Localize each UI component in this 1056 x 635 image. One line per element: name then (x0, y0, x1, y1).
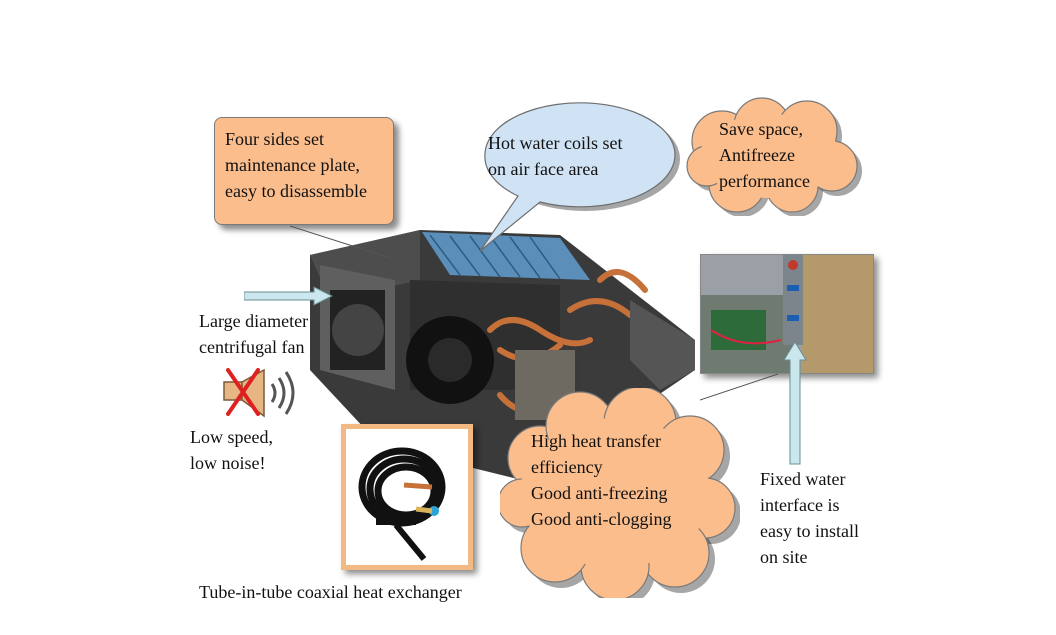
hot-water-line-2: on air face area (488, 159, 599, 179)
hot-water-callout: Hot water coils set on air face area (488, 130, 622, 182)
save-space-line-3: performance (719, 171, 810, 191)
water-interface-arrow-icon (783, 341, 807, 465)
noise-label-line-2: low noise! (190, 453, 266, 473)
save-space-cloud-shape (686, 97, 862, 216)
heat-transfer-callout: High heat transfer efficiency Good anti-… (531, 428, 671, 532)
noise-label: Low speed, low noise! (190, 424, 273, 476)
maintenance-line-3: easy to disassemble (225, 181, 367, 201)
fan-label: Large diameter centrifugal fan (199, 308, 308, 360)
unit-photo (310, 230, 695, 482)
save-space-line-1: Save space, (719, 119, 803, 139)
fan-label-line-2: centrifugal fan (199, 337, 305, 357)
save-space-callout: Save space, Antifreeze performance (719, 116, 810, 194)
hot-water-callout-shape (479, 102, 680, 252)
coaxial-exchanger-photo (341, 424, 473, 570)
heat-transfer-line-3: Good anti-freezing (531, 483, 668, 503)
heat-transfer-line-2: efficiency (531, 457, 603, 477)
maintenance-callout: Four sides set maintenance plate, easy t… (214, 117, 394, 225)
heat-transfer-line-1: High heat transfer (531, 431, 661, 451)
coaxial-exchanger-label: Tube-in-tube coaxial heat exchanger (199, 582, 462, 602)
water-label-line-4: on site (760, 547, 808, 567)
water-inset-pointer (700, 373, 779, 401)
water-interface-photo (700, 254, 874, 374)
water-interface-label: Fixed water interface is easy to install… (760, 466, 859, 570)
save-space-line-2: Antifreeze (719, 145, 795, 165)
water-label-line-3: easy to install (760, 521, 859, 541)
maintenance-line-2: maintenance plate, (225, 155, 360, 175)
maintenance-pointer (290, 225, 391, 259)
water-label-line-2: interface is (760, 495, 840, 515)
hot-water-line-1: Hot water coils set (488, 133, 623, 153)
fan-pointer-arrow-icon (244, 286, 334, 306)
fan-label-line-1: Large diameter (199, 311, 309, 331)
heat-transfer-line-4: Good anti-clogging (531, 509, 672, 529)
water-label-line-1: Fixed water (760, 469, 846, 489)
maintenance-line-1: Four sides set (225, 129, 324, 149)
heat-transfer-cloud-shape (500, 388, 740, 598)
muted-speaker-icon (223, 368, 295, 418)
noise-label-line-1: Low speed, (190, 427, 273, 447)
